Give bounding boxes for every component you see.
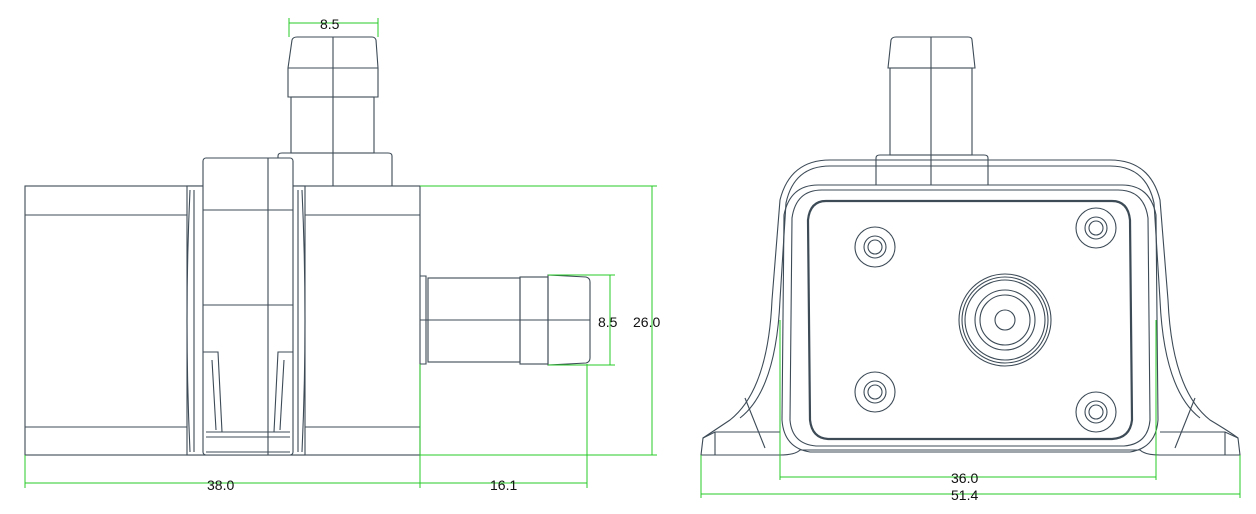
body-length-label: 38.0 bbox=[207, 477, 234, 493]
inlet-nozzle-front bbox=[875, 36, 989, 185]
outlet-diameter-label: 8.5 bbox=[598, 314, 618, 330]
front-dimensions: 36.0 51.4 bbox=[700, 320, 1241, 503]
outlet-nozzle-side bbox=[420, 274, 591, 366]
inlet-nozzle-side bbox=[277, 36, 393, 186]
mounting-holes bbox=[854, 207, 1117, 433]
side-dimensions: 8.5 8.5 26.0 38.0 16.1 bbox=[24, 16, 660, 493]
mounting-hole-icon bbox=[1075, 207, 1117, 249]
outlet-port-front bbox=[958, 273, 1052, 367]
inlet-diameter-label: 8.5 bbox=[320, 16, 340, 32]
mounting-hole-icon bbox=[1075, 391, 1117, 433]
height-label: 26.0 bbox=[633, 314, 660, 330]
pump-body-front bbox=[700, 159, 1241, 456]
outlet-length-label: 16.1 bbox=[490, 477, 517, 493]
front-view: 36.0 51.4 bbox=[700, 36, 1241, 503]
mounting-hole-icon bbox=[854, 371, 896, 413]
side-view: 8.5 8.5 26.0 38.0 16.1 bbox=[24, 16, 660, 493]
inner-width-label: 36.0 bbox=[951, 470, 978, 486]
overall-width-label: 51.4 bbox=[951, 487, 978, 503]
mounting-hole-icon bbox=[854, 226, 896, 268]
pump-body-side bbox=[24, 157, 421, 456]
